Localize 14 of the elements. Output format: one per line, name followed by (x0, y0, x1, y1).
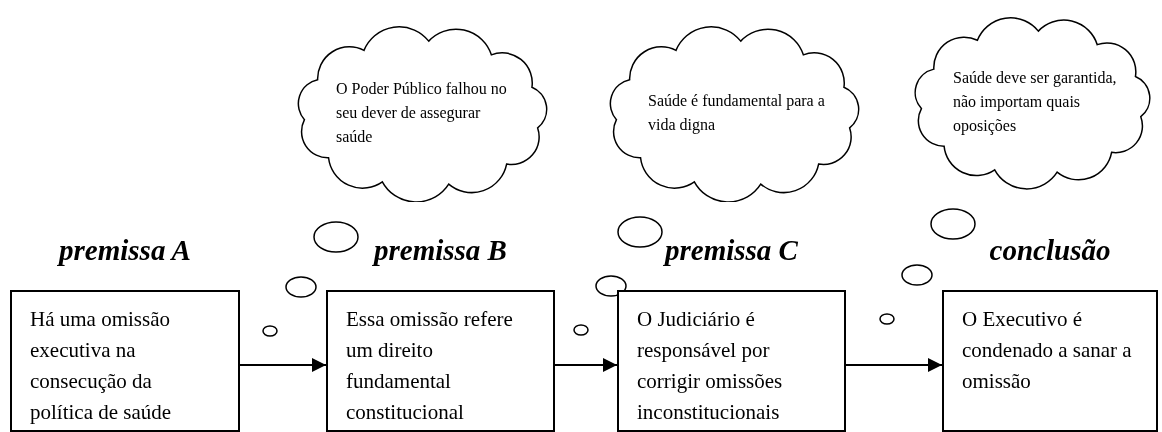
step-heading: conclusão (988, 236, 1112, 265)
box-text: Há uma omissão executiva na consecução da política de saúde (30, 306, 173, 426)
step-heading: premissa A (56, 236, 192, 265)
cloud-text: O Poder Público falhou no seu dever de assegurar saúde (336, 78, 508, 147)
arrow (845, 358, 943, 372)
cloud-text: Saúde é fundamental para a vida digna (648, 90, 826, 136)
box-text: Essa omissão refere um direito fundamental constitucional (346, 306, 514, 426)
cloud-text: Saúde deve ser garantida, não importam quais oposições (953, 67, 1117, 137)
step-heading: premissa C (662, 236, 799, 265)
box-text: O Executivo é condenado a sanar a omissão (962, 306, 1133, 395)
box-text: O Judiciário é responsável por corrigir omissões inconstitucionais (637, 306, 784, 426)
arrow (239, 358, 327, 372)
arrow (554, 358, 618, 372)
step-heading: premissa B (371, 236, 508, 265)
